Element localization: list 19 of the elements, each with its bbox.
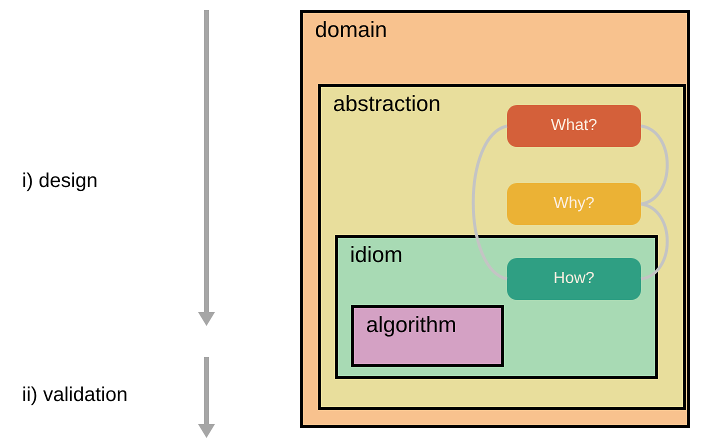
box-label: domain bbox=[315, 17, 388, 43]
pill-label: Why? bbox=[554, 195, 594, 213]
box-label: abstraction bbox=[333, 91, 441, 117]
idiom-box bbox=[335, 235, 658, 379]
how-pill bbox=[507, 258, 641, 300]
connector-curve bbox=[472, 124, 508, 280]
abstraction-box bbox=[318, 84, 686, 410]
pill-label: What? bbox=[550, 117, 598, 135]
why-pill bbox=[507, 183, 641, 225]
connector-curve bbox=[640, 124, 669, 206]
stage-label: i) design bbox=[22, 170, 98, 193]
stage-label: ii) validation bbox=[22, 384, 128, 407]
what-pill bbox=[507, 105, 641, 147]
pill-label: How? bbox=[554, 270, 594, 288]
box-label: idiom bbox=[350, 242, 403, 268]
box-label: algorithm bbox=[366, 312, 456, 338]
connector-curve bbox=[640, 202, 669, 280]
algorithm-box bbox=[351, 305, 504, 367]
domain-box bbox=[300, 10, 690, 428]
